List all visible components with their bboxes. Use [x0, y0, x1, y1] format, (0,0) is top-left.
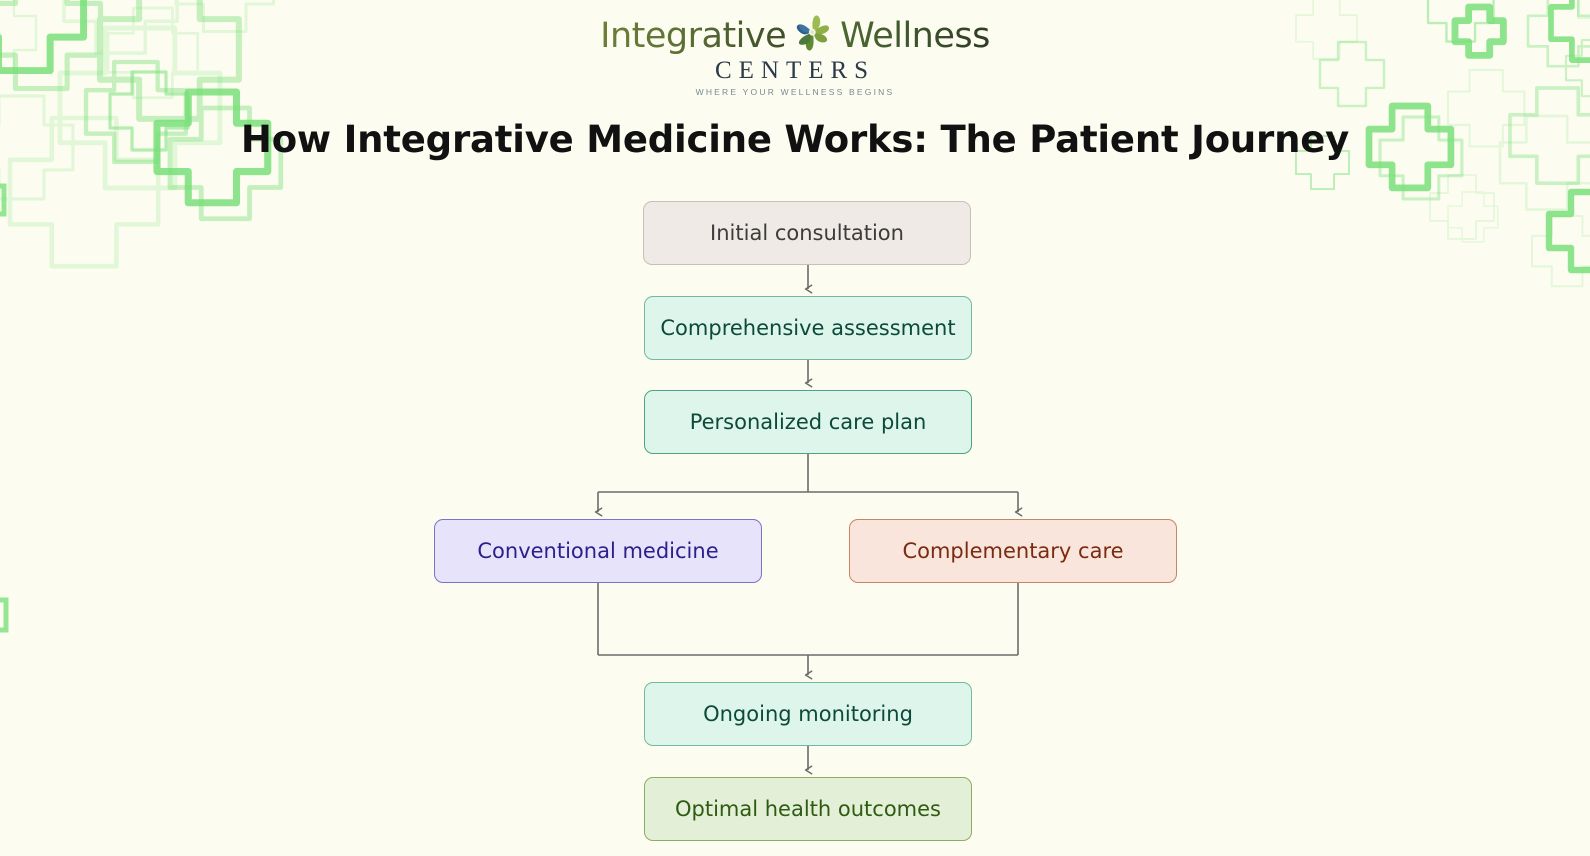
node-personalized-care-plan[interactable]: Personalized care plan	[644, 390, 972, 454]
logo-wordmark: Integrative Wellness	[600, 14, 990, 58]
logo-centers-text: CENTERS	[714, 57, 876, 84]
logo-word-integrative: Integrative	[600, 16, 787, 56]
brand-logo: Integrative Wellness CENTERS WHERE YOUR …	[0, 14, 1590, 97]
flower-icon	[796, 15, 830, 51]
logo-word-wellness: Wellness	[840, 16, 990, 56]
page-title: How Integrative Medicine Works: The Pati…	[240, 118, 1350, 161]
node-optimal-health-outcomes[interactable]: Optimal health outcomes	[644, 777, 972, 841]
node-initial-consultation[interactable]: Initial consultation	[643, 201, 971, 265]
node-ongoing-monitoring[interactable]: Ongoing monitoring	[644, 682, 972, 746]
node-complementary-care[interactable]: Complementary care	[849, 519, 1177, 583]
logo-tagline: WHERE YOUR WELLNESS BEGINS	[695, 87, 895, 97]
node-comprehensive-assessment[interactable]: Comprehensive assessment	[644, 296, 972, 360]
node-conventional-medicine[interactable]: Conventional medicine	[434, 519, 762, 583]
